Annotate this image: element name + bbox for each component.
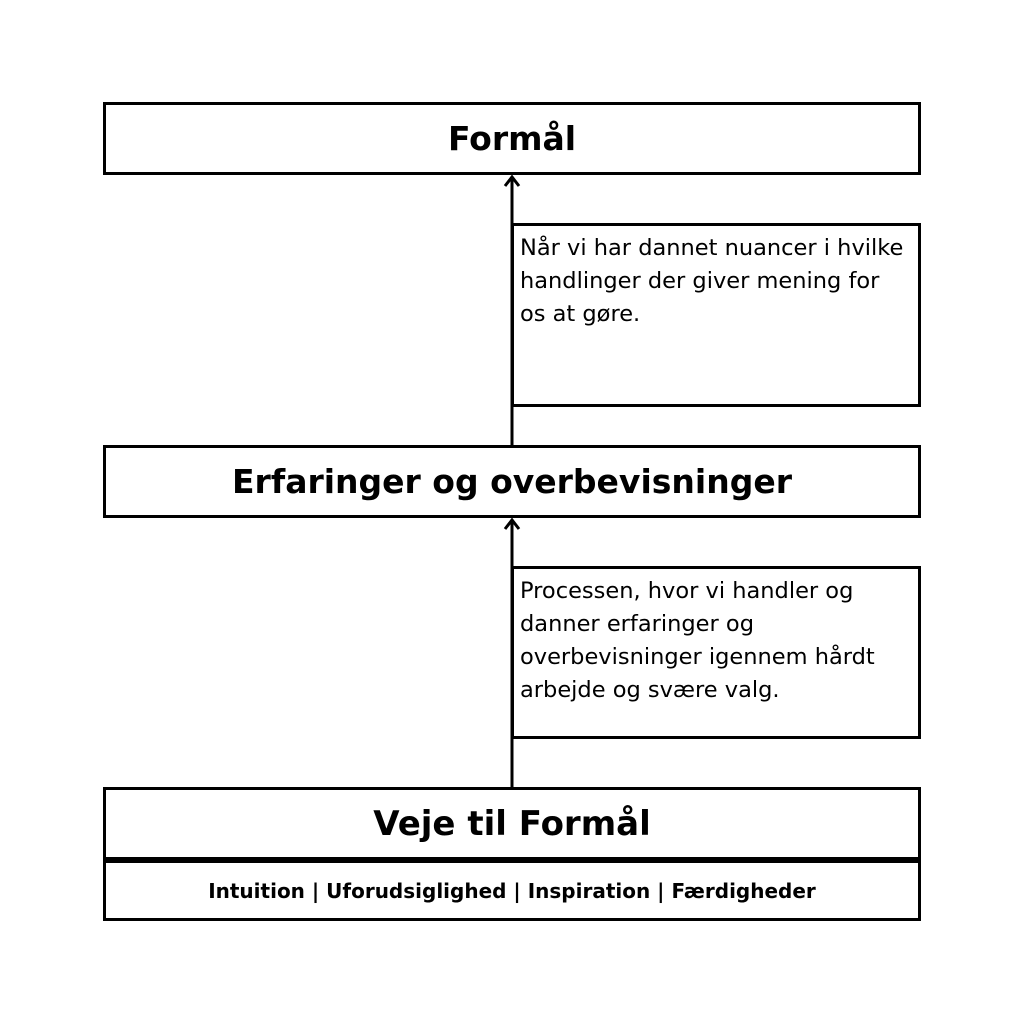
formal-box: Formål — [103, 102, 921, 175]
note-text-process: Processen, hvor vi handler og danner erf… — [520, 578, 875, 703]
note-box-meaning: Når vi har dannet nuancer i hvilke handl… — [511, 223, 921, 407]
tags-box: Intuition | Uforudsiglighed | Inspiratio… — [103, 860, 921, 921]
note-box-process: Processen, hvor vi handler og danner erf… — [511, 566, 921, 739]
note-text-meaning: Når vi har dannet nuancer i hvilke handl… — [520, 235, 904, 327]
erfaringer-box: Erfaringer og overbevisninger — [103, 445, 921, 518]
erfaringer-title: Erfaringer og overbevisninger — [232, 462, 792, 501]
veje-title: Veje til Formål — [373, 803, 651, 844]
veje-box: Veje til Formål — [103, 787, 921, 860]
tags-text: Intuition | Uforudsiglighed | Inspiratio… — [208, 878, 816, 903]
formal-title: Formål — [447, 119, 577, 158]
